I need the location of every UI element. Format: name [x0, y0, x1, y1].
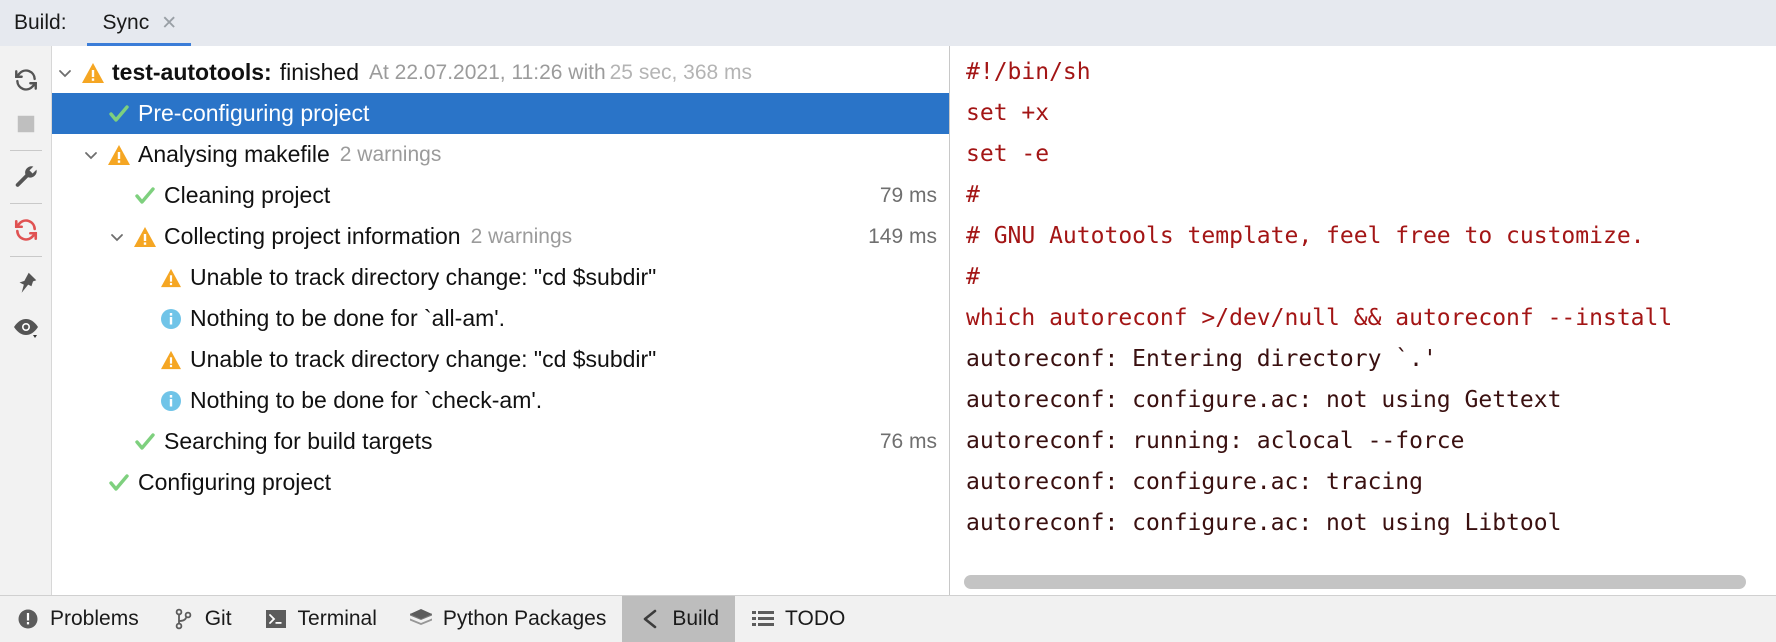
- warning-icon: [156, 268, 186, 288]
- success-icon: [130, 431, 160, 453]
- success-icon: [130, 185, 160, 207]
- tree-row-info-all-am[interactable]: Nothing to be done for `all-am'.: [52, 298, 949, 339]
- python-packages-icon: [409, 607, 433, 631]
- build-tool-window-body: test-autotools: finished At 22.07.2021, …: [0, 46, 1776, 595]
- tree-row-analysing-makefile[interactable]: Analysing makefile 2 warnings: [52, 134, 949, 175]
- tree-row-cleaning-project[interactable]: Cleaning project 79 ms: [52, 175, 949, 216]
- status-item-python-packages[interactable]: Python Packages: [393, 596, 622, 642]
- tree-row-label: Analysing makefile: [138, 141, 330, 167]
- console-line: autoreconf: configure.ac: not using Gett…: [966, 387, 1562, 413]
- status-item-build[interactable]: Build: [622, 596, 736, 642]
- tree-row-label: Unable to track directory change: "cd $s…: [190, 264, 657, 290]
- warning-icon: [156, 350, 186, 370]
- tree-row-warning-subdir-1[interactable]: Unable to track directory change: "cd $s…: [52, 257, 949, 298]
- info-icon: [156, 390, 186, 412]
- console-line: autoreconf: Entering directory `.': [966, 346, 1437, 372]
- toolbar-divider: [9, 203, 42, 204]
- problems-icon: [16, 607, 40, 631]
- tree-row-warning-count: 2 warnings: [339, 142, 442, 166]
- build-tree: test-autotools: finished At 22.07.2021, …: [52, 46, 949, 503]
- tree-row-warning-subdir-2[interactable]: Unable to track directory change: "cd $s…: [52, 339, 949, 380]
- chevron-down-icon[interactable]: [104, 228, 130, 246]
- console-line: autoreconf: configure.ac: not using Libt…: [966, 510, 1562, 536]
- status-item-terminal[interactable]: Terminal: [248, 596, 393, 642]
- todo-list-icon: [751, 607, 775, 631]
- warning-icon: [78, 62, 108, 84]
- console-line: #!/bin/sh: [966, 59, 1091, 85]
- tree-row-label: Nothing to be done for `check-am'.: [190, 387, 543, 413]
- tree-row-label: Nothing to be done for `all-am'.: [190, 305, 506, 331]
- status-item-label: Git: [204, 607, 232, 630]
- wrench-icon[interactable]: [6, 155, 46, 199]
- console-line: #: [966, 182, 980, 208]
- tree-row-elapsed: 25 sec, 368 ms: [609, 60, 753, 84]
- tree-row-duration: 79 ms: [879, 183, 937, 207]
- success-icon: [104, 472, 134, 494]
- stop-icon[interactable]: [6, 102, 46, 146]
- tree-row-pre-configuring-project[interactable]: Pre-configuring project: [52, 93, 949, 134]
- console-line: autoreconf: running: aclocal --force: [966, 428, 1465, 454]
- tree-row-label: Configuring project: [138, 469, 332, 495]
- warning-icon: [130, 226, 160, 248]
- tree-row-warning-count: 2 warnings: [470, 224, 573, 248]
- console-line: set -e: [966, 141, 1050, 167]
- tree-row-duration: 149 ms: [868, 224, 937, 248]
- status-item-label: Problems: [50, 607, 139, 630]
- info-icon: [156, 308, 186, 330]
- build-tree-panel[interactable]: test-autotools: finished At 22.07.2021, …: [52, 46, 950, 595]
- tool-window-title: Build:: [14, 11, 67, 34]
- tree-row-status: finished: [279, 59, 359, 85]
- bottom-status-bar: Problems Git Terminal Python Packages Bu…: [0, 595, 1776, 642]
- console-line: set +x: [966, 100, 1050, 126]
- git-branch-icon: [171, 607, 195, 631]
- console-line: #: [966, 264, 980, 290]
- status-item-label: Terminal: [297, 607, 377, 630]
- build-console-panel[interactable]: #!/bin/sh set +x set -e # # GNU Autotool…: [950, 46, 1776, 595]
- close-icon[interactable]: ✕: [161, 12, 178, 34]
- tree-row-timestamp: At 22.07.2021, 11:26 with: [369, 60, 606, 84]
- eye-icon[interactable]: [6, 305, 46, 349]
- toolbar-divider: [9, 256, 42, 257]
- tree-row-searching-for-build-targets[interactable]: Searching for build targets 76 ms: [52, 421, 949, 462]
- pin-icon[interactable]: [6, 261, 46, 305]
- tree-row-collecting-project-information[interactable]: Collecting project information 2 warning…: [52, 216, 949, 257]
- success-icon: [104, 103, 134, 125]
- console-line: which autoreconf >/dev/null && autorecon…: [966, 305, 1673, 331]
- status-item-problems[interactable]: Problems: [0, 596, 155, 642]
- horizontal-scrollbar-thumb[interactable]: [964, 575, 1746, 589]
- console-line: autoreconf: configure.ac: tracing: [966, 469, 1423, 495]
- warning-icon: [104, 144, 134, 166]
- status-item-label: Python Packages: [442, 607, 607, 630]
- tab-sync[interactable]: Sync ✕: [81, 0, 192, 46]
- build-tool-window-tabbar: Build: Sync ✕: [0, 0, 1776, 46]
- tree-row-duration: 76 ms: [879, 429, 937, 453]
- tree-row-label: Unable to track directory change: "cd $s…: [190, 346, 657, 372]
- rerun-failed-icon[interactable]: [6, 208, 46, 252]
- tree-row-root[interactable]: test-autotools: finished At 22.07.2021, …: [52, 52, 949, 93]
- chevron-down-icon[interactable]: [78, 146, 104, 164]
- chevron-down-icon[interactable]: [52, 64, 78, 82]
- rerun-icon[interactable]: [6, 58, 46, 102]
- tree-row-label: Pre-configuring project: [138, 100, 370, 126]
- status-item-todo[interactable]: TODO: [735, 596, 861, 642]
- status-item-git[interactable]: Git: [155, 596, 248, 642]
- toolbar-divider: [9, 150, 42, 151]
- status-item-label: TODO: [785, 607, 846, 630]
- tree-row-label: Searching for build targets: [164, 428, 433, 454]
- build-hammer-icon: [638, 607, 662, 631]
- status-item-label: Build: [672, 607, 720, 630]
- build-left-toolbar: [0, 46, 52, 595]
- console-line: # GNU Autotools template, feel free to c…: [966, 223, 1645, 249]
- tree-row-configuring-project[interactable]: Configuring project: [52, 462, 949, 503]
- tree-row-label: Collecting project information: [164, 223, 461, 249]
- tree-row-label: test-autotools:: [112, 59, 272, 85]
- horizontal-scrollbar[interactable]: [964, 575, 1770, 589]
- tree-row-label: Cleaning project: [164, 182, 331, 208]
- terminal-icon: [264, 607, 288, 631]
- tab-sync-label: Sync: [102, 11, 150, 34]
- tree-row-info-check-am[interactable]: Nothing to be done for `check-am'.: [52, 380, 949, 421]
